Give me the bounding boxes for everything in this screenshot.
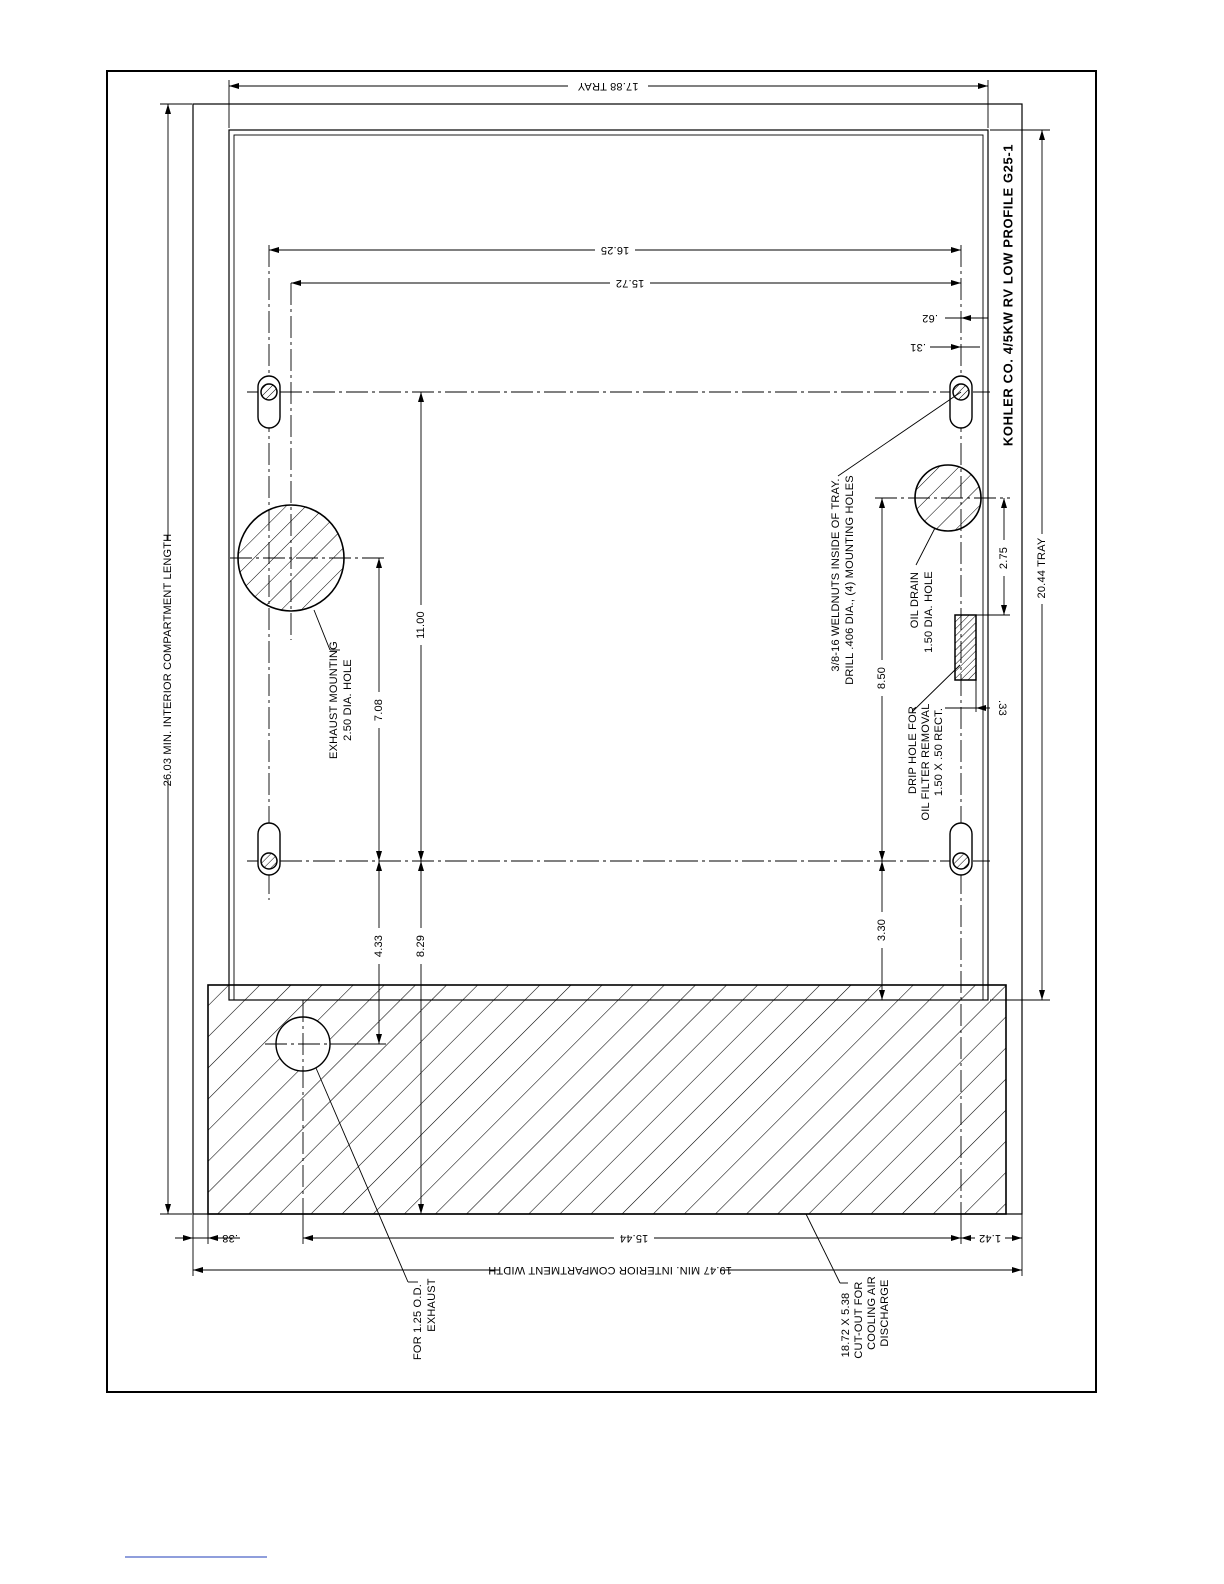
dim-2-75: 2.75 [998, 547, 1010, 569]
note-drip-3: 1.50 X .50 RECT. [933, 708, 945, 796]
dim-tray-width: 17.88 TRAY [577, 80, 638, 92]
note-weldnuts-1: 3/8-16 WELDNUTS INSIDE OF TRAY. [830, 478, 842, 671]
dim-3-30: 3.30 [876, 919, 888, 941]
cooling-air-cutout [207, 984, 1007, 1215]
note-drip-1: DRIP HOLE FOR [907, 706, 919, 794]
dim-4-33: 4.33 [373, 935, 385, 957]
dim-compartment-length: 26.03 MIN. INTERIOR COMPARTMENT LENGTH [162, 534, 174, 787]
note-exhaust-mounting-2: 2.50 DIA. HOLE [342, 659, 354, 741]
note-drip-2: OIL FILTER REMOVAL [920, 703, 932, 820]
drawing-border [106, 70, 1097, 1393]
note-exhaust-mounting-1: EXHAUST MOUNTING [328, 641, 340, 759]
note-oil-drain-1: OIL DRAIN [909, 572, 921, 628]
note-cutout-3: COOLING AIR [866, 1276, 878, 1350]
dim-7-08: 7.08 [373, 699, 385, 721]
note-cutout-4: DISCHARGE [879, 1279, 891, 1346]
dim-16-25: 16.25 [601, 244, 630, 256]
mounting-slot-bottom-right [949, 822, 973, 876]
dim-033: .33 [996, 700, 1008, 716]
dim-062: .62 [922, 312, 938, 324]
dim-1-42: 1.42 [979, 1232, 1001, 1244]
note-exhaust-od-1: FOR 1.25 O.D. [412, 1284, 424, 1360]
note-weldnuts-2: DRILL .406 DIA., (4) MOUNTING HOLES [844, 475, 856, 685]
drawing-title: KOHLER CO. 4/5KW RV LOW PROFILE G25-1 [1000, 144, 1015, 446]
note-oil-drain-2: 1.50 DIA. HOLE [923, 571, 935, 653]
note-cutout-1: 18.72 X 5.38 [840, 1293, 852, 1358]
dim-compartment-width: 19.47 MIN. INTERIOR COMPARTMENT WIDTH [488, 1264, 732, 1276]
tray-inner-outline [233, 134, 984, 1001]
drip-hole [954, 614, 977, 681]
dim-8-29: 8.29 [415, 935, 427, 957]
note-cutout-2: CUT-OUT FOR [853, 1281, 865, 1358]
mounting-slot-bottom-left [257, 822, 281, 876]
dim-15-44: 15.44 [620, 1232, 649, 1244]
mounting-slot-top-left [257, 375, 281, 429]
dim-031: .31 [910, 341, 926, 353]
dim-11-00: 11.00 [415, 611, 427, 639]
dim-tray-length: 20.44 TRAY [1036, 537, 1048, 598]
dim-038: .38 [222, 1232, 238, 1244]
note-exhaust-od-2: EXHAUST [426, 1278, 438, 1331]
dim-8-50: 8.50 [876, 667, 888, 689]
dim-15-72: 15.72 [616, 277, 645, 289]
mounting-slot-top-right [949, 375, 973, 429]
